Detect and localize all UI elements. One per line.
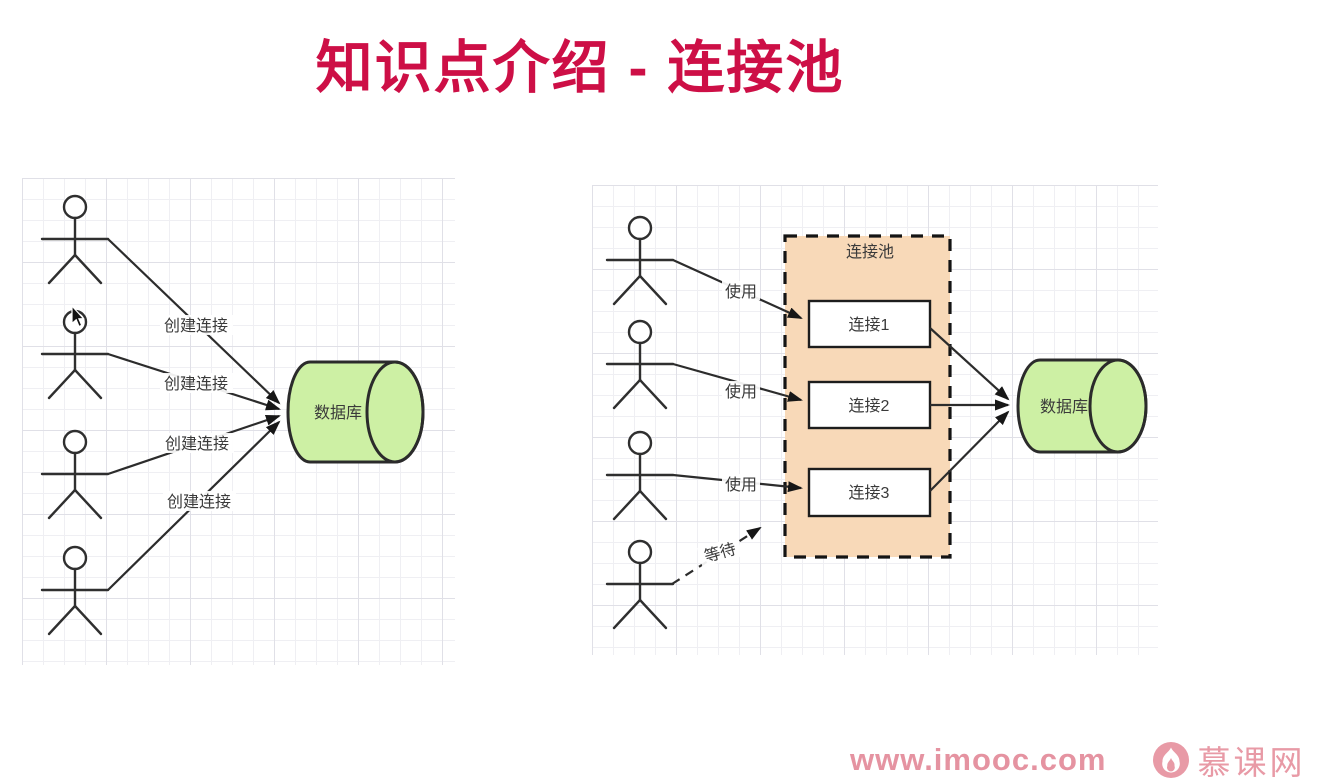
connection-box: 连接2 [807,380,932,430]
pool-db-line [929,410,1010,492]
edge-label: 使用 [722,381,760,401]
diagram-connection-pool: 连接池 使用 [592,185,1158,655]
svg-text:数据库: 数据库 [1040,398,1088,416]
brand-name: 慕课网 [1197,744,1306,781]
database-cylinder: 数据库 [1016,358,1148,454]
edge-label: 创建连接 [160,315,233,335]
user-actor [605,430,675,521]
connection-box: 连接3 [807,467,932,518]
edge-label: 创建连接 [163,491,236,511]
svg-text:连接3: 连接3 [849,484,890,502]
user-actor [40,545,110,636]
pool-db-line [929,327,1010,401]
svg-text:使用: 使用 [725,383,757,401]
flame-icon [1153,742,1190,778]
page-title: 知识点介绍 - 连接池 [315,36,845,100]
edge-label: 使用 [722,474,760,494]
svg-text:使用: 使用 [725,476,757,494]
connection-box: 连接1 [807,299,932,349]
user-actor [40,429,110,520]
svg-text:创建连接: 创建连接 [164,317,228,335]
svg-text:连接2: 连接2 [849,397,890,415]
user-actor [605,215,675,306]
diagram-direct-connections: 创建连接 创建连接 创建连接 创建连接 数据库 [22,178,455,665]
mouse-cursor [71,304,85,328]
imooc-logo: 慕课网 [1152,736,1305,784]
edge-label: 创建连接 [161,433,234,453]
svg-text:使用: 使用 [725,283,757,301]
svg-text:创建连接: 创建连接 [164,375,228,393]
user-actor [605,539,675,630]
svg-text:等待: 等待 [702,540,738,566]
svg-text:创建连接: 创建连接 [165,435,229,453]
edge-label: 等待 [697,536,743,568]
database-cylinder: 数据库 [286,360,425,464]
edge-label: 创建连接 [160,373,233,393]
user-actor [40,194,110,285]
website-url: www.imooc.com [850,742,1107,777]
user-actor [40,309,110,400]
svg-text:连接池: 连接池 [846,243,894,261]
svg-text:数据库: 数据库 [314,404,362,422]
svg-text:创建连接: 创建连接 [167,493,231,511]
edge-label: 使用 [722,281,760,301]
user-actor [605,319,675,410]
svg-text:连接1: 连接1 [849,316,890,334]
footer: www.imooc.com 慕课网 [850,739,1305,781]
